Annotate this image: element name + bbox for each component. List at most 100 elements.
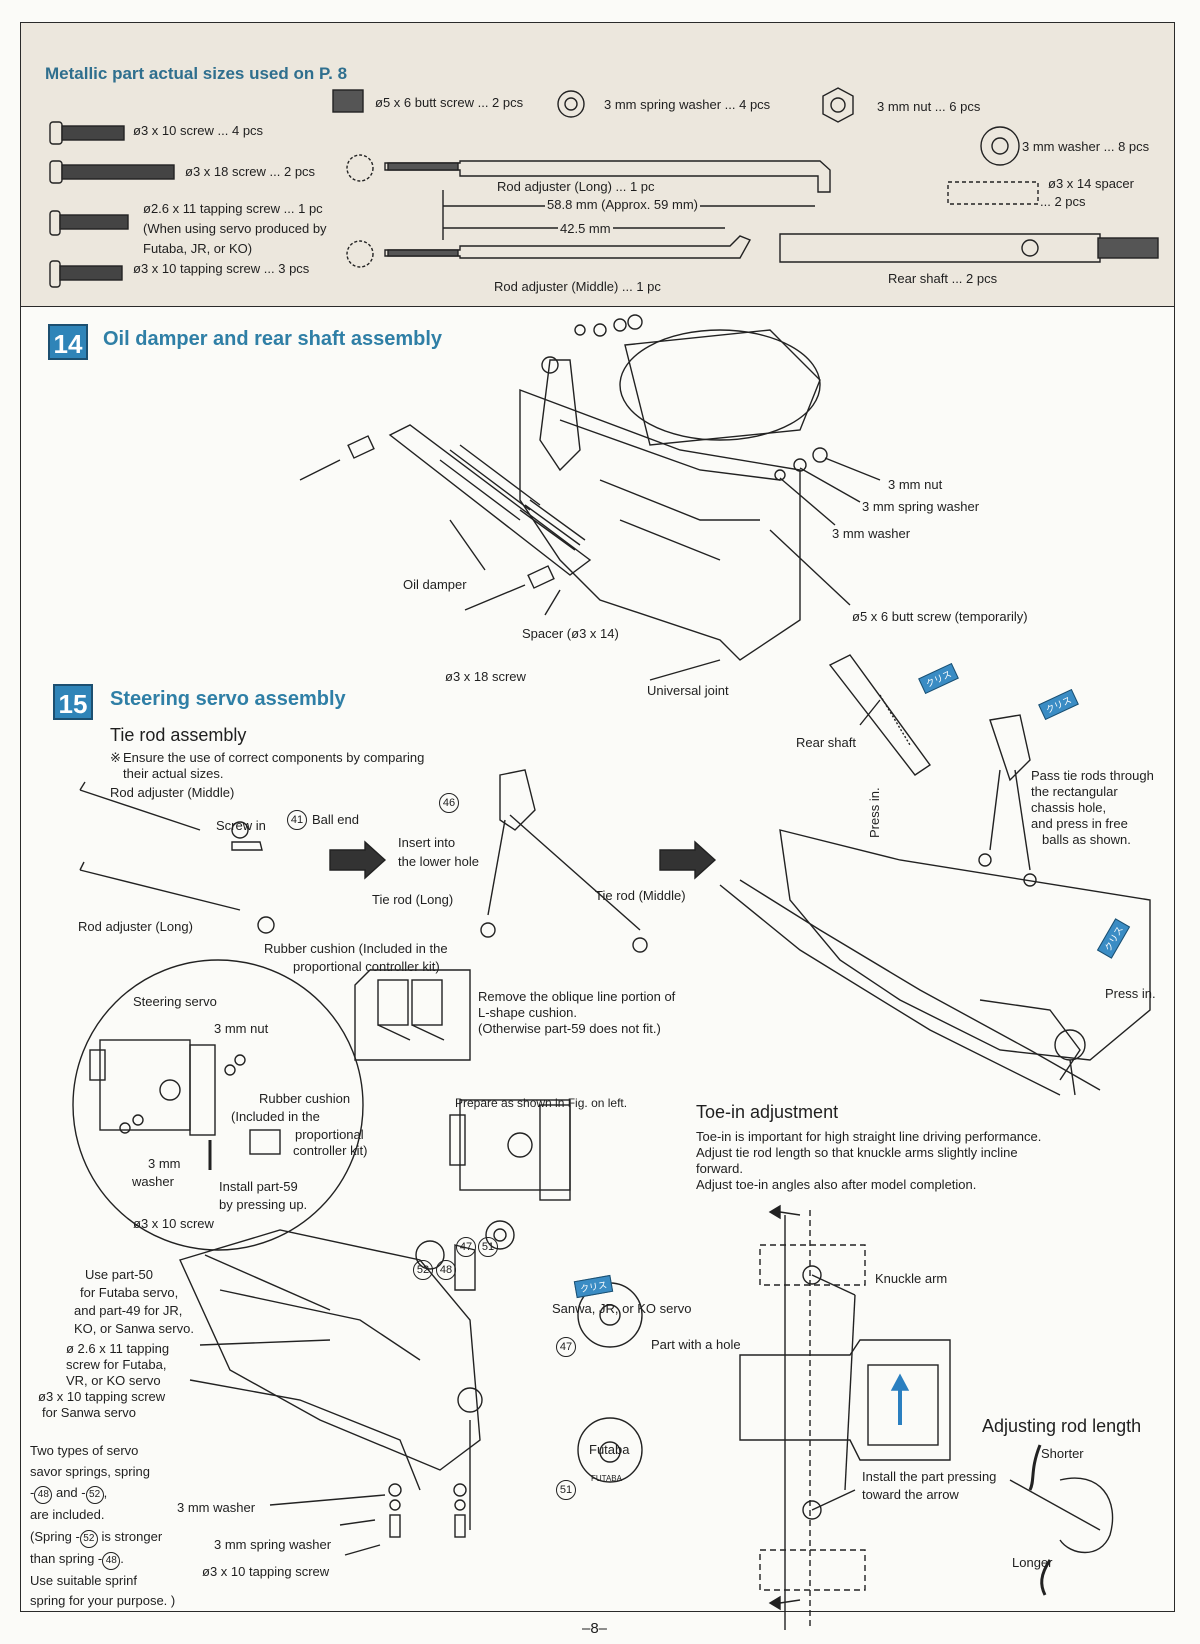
install-pressing-label-1: Install the part pressing	[862, 1469, 997, 1484]
callout-screw-label: ø3 x 10 screw	[133, 1216, 214, 1231]
remove-label-3: (Otherwise part-59 does not fit.)	[478, 1021, 661, 1036]
screw-3x18-label: ø3 x 18 screw ... 2 pcs	[185, 164, 316, 179]
press-in-label: Press in.	[1105, 986, 1156, 1001]
callout-washer-label-2: washer	[132, 1174, 174, 1189]
tie-rod-middle-label: Tie rod (Middle)	[595, 888, 686, 903]
rod-middle-label: Rod adjuster (Middle) ... 1 pc	[494, 279, 661, 294]
two-types-label-7: Use suitable sprinf	[30, 1573, 137, 1588]
screw-3x18-icon	[49, 160, 63, 184]
install-59-label-2: by pressing up.	[219, 1197, 308, 1212]
toe-in-diagram	[739, 1204, 1114, 1630]
rod-middle-label-15: Rod adjuster (Middle)	[110, 785, 235, 800]
shorter-label: Shorter	[1041, 1446, 1084, 1461]
adjusting-rod-heading: Adjusting rod length	[982, 1416, 1142, 1436]
screw-3x18-label-14: ø3 x 18 screw	[445, 669, 526, 684]
note-mark: ※	[110, 750, 121, 765]
tapping-screw-3x10-icon	[49, 260, 61, 288]
rod-long-label-15: Rod adjuster (Long)	[78, 919, 193, 934]
two-types-label-6: than spring -48.	[30, 1550, 124, 1570]
tie-rod-long-label: Tie rod (Long)	[372, 892, 454, 907]
callout-rc-label-1: Rubber cushion	[259, 1091, 351, 1106]
longer-label: Longer	[1012, 1555, 1053, 1570]
butt-screw-icon	[332, 89, 364, 113]
two-types-label-5: (Spring -52 is stronger	[30, 1528, 162, 1548]
callout-nut-label: 3 mm nut	[214, 1021, 269, 1036]
rod-adjuster-middle-icon	[346, 235, 751, 268]
spring-48-badge: 48	[34, 1486, 53, 1504]
spring-52-badge-2: 52	[79, 1530, 98, 1548]
part-47-circle-2: 47	[556, 1337, 576, 1357]
step14-nut-label: 3 mm nut	[888, 477, 943, 492]
sanwa-label: Sanwa, JR, or KO servo	[552, 1301, 692, 1316]
toe-in-heading: Toe-in adjustment	[696, 1102, 839, 1122]
screw-3x10-icon	[49, 121, 63, 145]
part-51-disc	[577, 1417, 643, 1483]
two-types-label-3: -48 and -52,	[30, 1484, 107, 1504]
tapping-26-label-3: Futaba, JR, or KO)	[143, 241, 253, 256]
screw-in-label: Screw in	[216, 818, 266, 833]
two-types-label-8: spring for your purpose. )	[30, 1593, 176, 1608]
tapping-26-label-1: ø2.6 x 11 tapping screw ... 1 pc	[143, 201, 323, 216]
rear-assembly-drawing	[299, 314, 931, 776]
note-line-1: Ensure the use of correct components by …	[123, 750, 425, 765]
spring-52-badge: 52	[85, 1486, 104, 1504]
step-15-title: Steering servo assembly	[110, 688, 346, 710]
part-51-circle: 51	[478, 1237, 498, 1257]
spacer-label-14: Spacer (ø3 x 14)	[522, 626, 619, 641]
use-50-label-2: for Futaba servo,	[80, 1285, 179, 1300]
tapping-screw-26-icon	[49, 210, 61, 236]
two-types-label-4: are included.	[30, 1507, 105, 1522]
length-long-label: 58.8 mm (Approx. 59 mm)	[545, 196, 700, 213]
step-14-badge: 14	[48, 324, 88, 360]
install-59-label-1: Install part-59	[219, 1179, 298, 1194]
step14-spring-washer-label: 3 mm spring washer	[862, 499, 980, 514]
toe-in-text-2: Adjust tie rod length so that knuckle ar…	[696, 1145, 1018, 1160]
spring-48-badge-2: 48	[102, 1552, 121, 1570]
universal-joint-label: Universal joint	[647, 683, 729, 698]
futaba-label: Futaba	[589, 1442, 630, 1457]
length-middle-label: 42.5 mm	[558, 220, 613, 237]
spacer-label: ø3 x 14 spacer	[1048, 176, 1134, 191]
washer-label: 3 mm washer ... 8 pcs	[1022, 139, 1150, 154]
callout-rc-label-3: proportional	[295, 1127, 364, 1142]
knuckle-arm-label: Knuckle arm	[875, 1271, 948, 1286]
rod-adjuster-long-icon	[346, 154, 831, 193]
pass-label-5: balls as shown.	[1042, 832, 1131, 847]
nut-label: 3 mm nut ... 6 pcs	[877, 99, 981, 114]
page-number: –8–	[582, 1620, 608, 1637]
callout-rc-label-4: controller kit)	[293, 1143, 368, 1158]
tap-26-label-3: VR, or KO servo	[66, 1373, 161, 1388]
callout-washer-label-1: 3 mm	[148, 1156, 181, 1171]
rear-shaft-label: Rear shaft	[796, 735, 856, 750]
use-50-label-1: Use part-50	[85, 1267, 153, 1282]
tapping-3x10-label: ø3 x 10 tapping screw ... 3 pcs	[133, 261, 310, 276]
tapping-26-label-2: (When using servo produced by	[143, 221, 327, 236]
part-hole-label: Part with a hole	[651, 1337, 741, 1352]
tapping-3x10-label-15: ø3 x 10 tapping screw	[202, 1564, 330, 1579]
spacer-qty-label: ... 2 pcs	[1040, 194, 1086, 209]
part-46-circle: 46	[439, 793, 459, 813]
part-51-circle-2: 51	[556, 1480, 576, 1500]
note-line-2: their actual sizes.	[123, 766, 224, 781]
rod-long-label: Rod adjuster (Long) ... 1 pc	[497, 179, 655, 194]
callout-rc-label-2: (Included in the	[231, 1109, 320, 1124]
steering-servo-label: Steering servo	[133, 994, 217, 1009]
washer-icon	[980, 126, 1020, 166]
pass-label-3: chassis hole,	[1031, 800, 1107, 815]
part-52-circle: 52	[413, 1260, 433, 1280]
insert-label-2: the lower hole	[398, 854, 479, 869]
spring-washer-icon	[557, 90, 585, 118]
toe-in-text-1: Toe-in is important for high straight li…	[696, 1129, 1042, 1144]
remove-label-1: Remove the oblique line portion of	[478, 989, 676, 1004]
step-15-badge: 15	[53, 684, 93, 720]
insert-label-1: Insert into	[398, 835, 456, 850]
tap-3-label-1: ø3 x 10 tapping screw	[38, 1389, 166, 1404]
butt-screw-temp-label: ø5 x 6 butt screw (temporarily)	[852, 609, 1028, 624]
step-14-title: Oil damper and rear shaft assembly	[103, 328, 443, 350]
parts-panel-title: Metallic part actual sizes used on P. 8	[45, 64, 348, 83]
servo-callout-circle	[72, 959, 364, 1251]
nut-icon	[822, 87, 854, 123]
rubber-cushion-label-2: proportional controller kit)	[293, 959, 440, 974]
screw-3x10-label: ø3 x 10 screw ... 4 pcs	[133, 123, 264, 138]
spring-washer-label: 3 mm spring washer ... 4 pcs	[604, 97, 771, 112]
